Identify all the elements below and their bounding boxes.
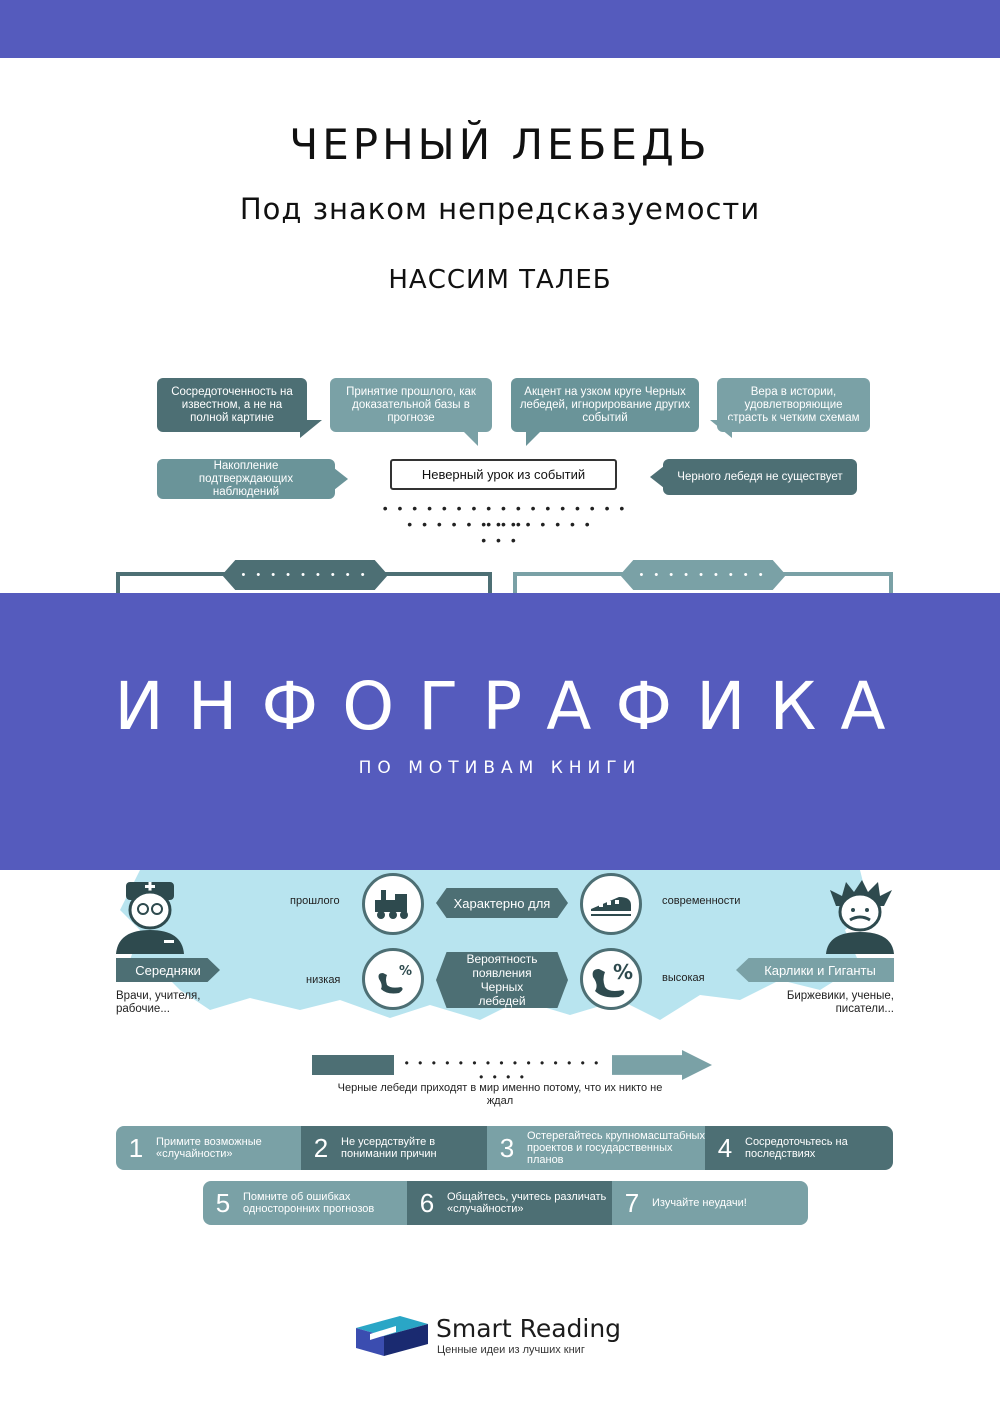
- bubble-tail: [650, 466, 664, 488]
- cause-bubble-3: Акцент на узком круге Черных лебедей, иг…: [511, 378, 699, 432]
- high-speed-train-icon: [580, 873, 642, 935]
- band-subtitle: ПО МОТИВАМ КНИГИ: [358, 758, 642, 778]
- left-group-examples: Врачи, учителя, рабочие...: [116, 990, 201, 1015]
- row1-left-label: прошлого: [290, 895, 340, 907]
- row2-left-label: низкая: [306, 974, 341, 986]
- band-title: ИНФОГРАФИКА: [114, 668, 910, 745]
- row1-right-label: современности: [662, 895, 741, 907]
- brand-name: Smart Reading: [436, 1314, 622, 1343]
- step-6: 6 Общайтесь, учитесь различать «случайно…: [407, 1181, 612, 1225]
- bubble-tail: [300, 420, 322, 438]
- bubble-tail: [710, 420, 732, 438]
- arrow-start-bar: [312, 1055, 394, 1075]
- step-number: 7: [624, 1188, 640, 1218]
- step-text: Общайтесь, учитесь различать «случайност…: [447, 1191, 607, 1215]
- left-group-label: Середняки: [116, 958, 220, 982]
- wrong-lesson-box: Неверный урок из событий: [390, 459, 617, 490]
- train-icon: [362, 873, 424, 935]
- arrow-dots: • • • • • • • • • • • • • • • • • • •: [404, 1056, 602, 1084]
- row2-right-label: высокая: [662, 972, 705, 984]
- step-5: 5 Помните об ошибках односторонних прогн…: [203, 1181, 407, 1225]
- doctor-icon: [116, 882, 184, 954]
- svg-text:%: %: [399, 964, 412, 979]
- smart-reading-logo-icon: [356, 1316, 428, 1356]
- step-text: Остерегайтесь крупномасштабных проектов …: [527, 1130, 705, 1166]
- infographic-band: [0, 593, 1000, 870]
- row1-center-label: Характерно для: [436, 888, 568, 918]
- einstein-icon: [826, 880, 894, 954]
- step-number: 2: [313, 1133, 329, 1163]
- step-2: 2 Не усердствуйте в понимании причин: [301, 1126, 487, 1170]
- book-author: НАССИМ ТАЛЕБ: [388, 265, 612, 295]
- steps-row-2: 5 Помните об ошибках односторонних прогн…: [203, 1181, 808, 1225]
- bubble-tail: [334, 468, 348, 490]
- top-accent-bar: [0, 0, 1000, 58]
- cause-bubble-5: Накопление подтверждающих наблюдений: [157, 459, 335, 499]
- cause-bubble-2: Принятие прошлого, как доказательной баз…: [330, 378, 492, 432]
- step-number: 5: [215, 1188, 231, 1218]
- step-text: Сосредоточьтесь на последствиях: [745, 1136, 848, 1160]
- large-swan-icon: %: [580, 948, 642, 1010]
- step-text: Помните об ошибках односторонних прогноз…: [243, 1191, 375, 1215]
- frame-right-tab: • • • • • • • • •: [620, 560, 786, 590]
- frame-left-tab: • • • • • • • • •: [222, 560, 388, 590]
- arrow-end-icon: [612, 1050, 712, 1080]
- step-number: 1: [128, 1133, 144, 1163]
- step-text: Не усердствуйте в понимании причин: [341, 1136, 437, 1160]
- map-background: [120, 870, 870, 1020]
- dotted-line: • • • • • • • • • • • • • • • •: [407, 516, 593, 548]
- step-number: 4: [717, 1133, 733, 1163]
- bubble-tail: [462, 430, 478, 446]
- cause-bubble-1: Сосредоточенность на известном, а не на …: [157, 378, 307, 432]
- step-7: 7 Изучайте неудачи!: [612, 1181, 808, 1225]
- small-swan-icon: %: [362, 948, 424, 1010]
- brand-tagline: Ценные идеи из лучших книг: [437, 1344, 585, 1356]
- book-subtitle: Под знаком непредсказуемости: [239, 192, 761, 226]
- arrow-caption: Черные лебеди приходят в мир именно пото…: [337, 1082, 663, 1107]
- step-3: 3 Остерегайтесь крупномасштабных проекто…: [487, 1126, 705, 1170]
- book-title: ЧЕРНЫЙ ЛЕБЕДЬ: [289, 120, 711, 169]
- step-4: 4 Сосредоточьтесь на последствиях: [705, 1126, 893, 1170]
- cause-bubble-4: Вера в истории, удовлетворяющие страсть …: [717, 378, 870, 432]
- step-number: 3: [499, 1133, 515, 1163]
- svg-text:%: %: [613, 960, 633, 984]
- step-1: 1 Примите возможные «случайности»: [116, 1126, 301, 1170]
- cause-bubble-6: Черного лебедя не существует: [663, 459, 857, 495]
- step-text: Примите возможные «случайности»: [156, 1136, 262, 1160]
- step-text: Изучайте неудачи!: [652, 1197, 747, 1209]
- steps-row-1: 1 Примите возможные «случайности» 2 Не у…: [116, 1126, 893, 1170]
- row2-center-label: Вероятность появления Черных лебедей: [436, 952, 568, 1008]
- right-group-examples: Биржевики, ученые, писатели...: [786, 990, 894, 1015]
- bubble-tail: [526, 430, 542, 446]
- step-number: 6: [419, 1188, 435, 1218]
- right-group-label: Карлики и Гиганты: [736, 958, 894, 982]
- dotted-line: • • • • • • • • • • • • • • • • • • • •: [382, 500, 628, 532]
